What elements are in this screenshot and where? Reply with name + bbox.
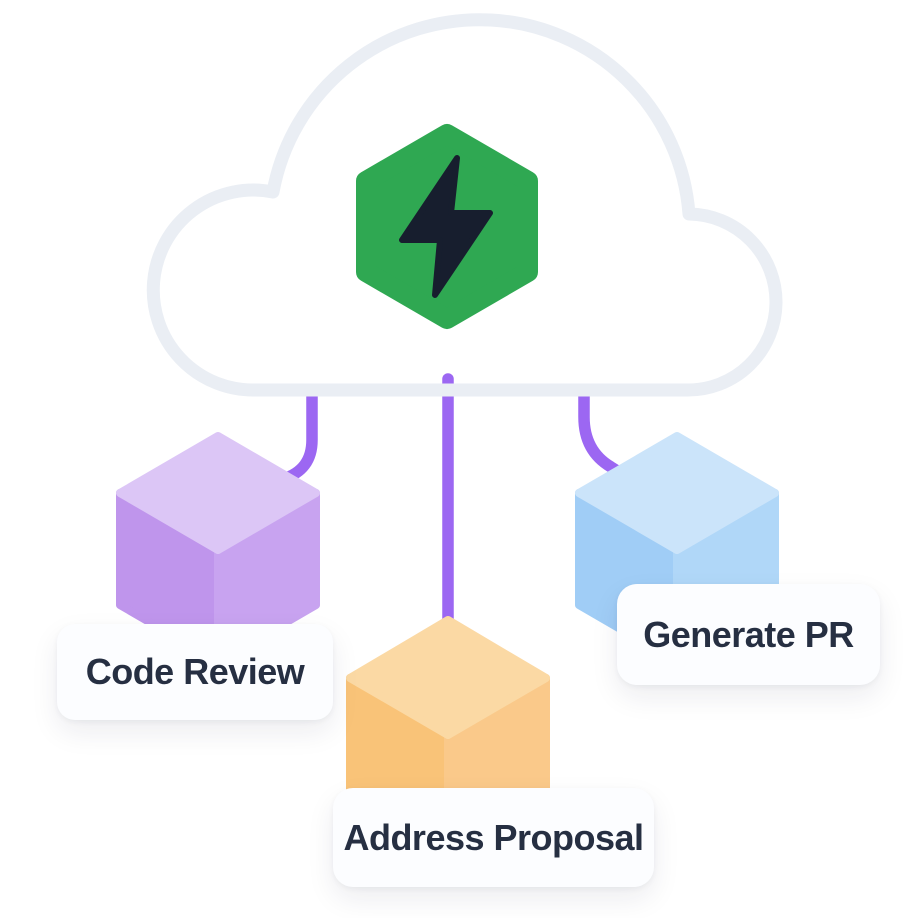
cube-top-face xyxy=(116,432,320,554)
label-card-code-review: Code Review xyxy=(57,624,333,720)
label-card-address-proposal: Address Proposal xyxy=(333,788,654,887)
lightning-bolt-icon xyxy=(399,155,493,298)
connector-generate-pr xyxy=(578,386,633,483)
label-card-generate-pr: Generate PR xyxy=(617,584,880,685)
cube-code-review xyxy=(116,432,320,666)
cube-top-face xyxy=(346,616,550,739)
cube-top-face xyxy=(575,432,779,554)
node-label: Generate PR xyxy=(643,613,854,655)
node-label: Code Review xyxy=(85,651,305,692)
lightning-bolt-hexagon-icon xyxy=(356,124,538,329)
node-label: Address Proposal xyxy=(343,816,644,858)
cloud-outline-icon xyxy=(146,13,783,397)
